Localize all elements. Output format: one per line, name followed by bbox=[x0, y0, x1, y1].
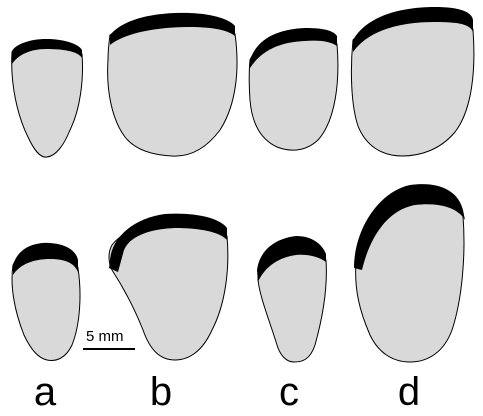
specimen-a-bottom bbox=[12, 243, 80, 361]
specimen-a-top bbox=[12, 39, 83, 157]
specimen-c-top bbox=[249, 28, 338, 150]
specimen-b-top-body bbox=[108, 23, 237, 156]
specimen-d-top bbox=[351, 7, 474, 156]
specimen-d-bottom bbox=[354, 184, 465, 362]
panel-label-b: b bbox=[141, 372, 181, 412]
specimen-d-top-body bbox=[351, 17, 474, 156]
scale-bar-label: 5 mm bbox=[86, 329, 124, 344]
specimen-b-top bbox=[108, 13, 237, 156]
panel-label-a: a bbox=[25, 372, 65, 412]
specimen-a-bottom-body bbox=[12, 251, 80, 361]
panel-label-c: c bbox=[269, 372, 309, 412]
specimen-c-bottom bbox=[257, 236, 326, 362]
specimen-a-top-body bbox=[12, 41, 83, 157]
specimen-b-bottom bbox=[109, 214, 228, 360]
panel-label-d: d bbox=[389, 372, 429, 412]
